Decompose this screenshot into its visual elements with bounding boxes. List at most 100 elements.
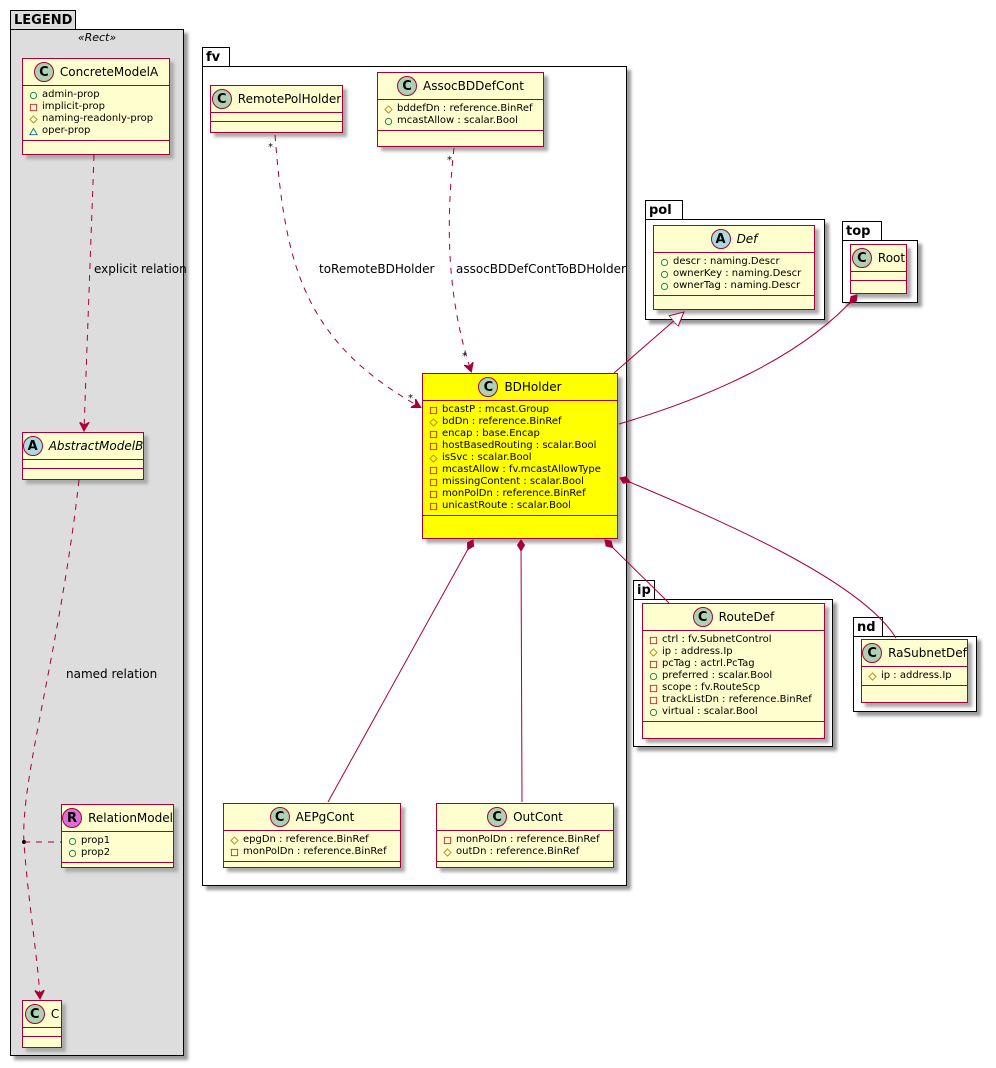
abstract-badge-icon: A (22, 436, 43, 456)
class-header: A Def (654, 226, 814, 253)
multiplicity-assoc-target: * (462, 351, 467, 362)
attribute-text: prop2 (81, 847, 111, 858)
attribute-row: descr : naming.Descr (660, 256, 808, 268)
class-badge-icon: C (211, 89, 232, 109)
attribute-text: ownerKey : naming.Descr (673, 268, 802, 279)
attribute-row: preferred : scalar.Bool (649, 670, 818, 682)
relation-badge-icon: R (62, 808, 83, 828)
class-attributes (23, 460, 143, 469)
attribute-row: monPolDn : reference.BinRef (230, 846, 394, 858)
attribute-text: bddefDn : reference.BinRef (397, 103, 533, 114)
class-badge-icon: C (269, 807, 290, 827)
edge-label-assoc-bd-def-cont-to-bd-holder: assocBDDefContToBDHolder (456, 262, 626, 276)
package-nd-tab: nd (853, 617, 883, 637)
class-methods (23, 1037, 61, 1045)
public-circle-icon (660, 270, 669, 279)
class-attributes (851, 272, 906, 281)
attribute-row: epgDn : reference.BinRef (230, 834, 394, 846)
private-square-icon (649, 696, 658, 705)
class-attributes: ip : address.Ip (862, 667, 967, 686)
attribute-row: trackListDn : reference.BinRef (649, 694, 818, 706)
attribute-text: ownerTag : naming.Descr (673, 280, 801, 291)
class-abstract-model-b[interactable]: A AbstractModelB (22, 432, 144, 480)
attribute-text: pcTag : actrl.PcTag (662, 658, 755, 669)
class-methods (378, 131, 543, 139)
attribute-row: prop1 (68, 835, 167, 847)
public-circle-icon (68, 849, 77, 858)
class-name: OutCont (513, 810, 563, 824)
private-square-icon (429, 442, 438, 451)
attribute-row: bdDn : reference.BinRef (429, 416, 611, 428)
attribute-text: hostBasedRouting : scalar.Bool (442, 440, 597, 451)
private-square-icon (429, 466, 438, 475)
attribute-text: encap : base.Encap (442, 428, 540, 439)
attribute-text: bcastP : mcast.Group (442, 404, 549, 415)
class-badge-icon: C (478, 377, 499, 397)
class-name: Root (877, 251, 906, 265)
class-name: AbstractModelB (48, 439, 144, 453)
protected-diamond-icon (29, 114, 38, 124)
public-circle-icon (649, 708, 658, 717)
package-legend-body (10, 29, 184, 1056)
class-methods (23, 469, 143, 477)
attribute-text: preferred : scalar.Bool (662, 670, 773, 681)
class-header: A AbstractModelB (22, 433, 144, 460)
attribute-row: unicastRoute : scalar.Bool (429, 500, 611, 512)
package-pol-tab: pol (645, 200, 683, 220)
attribute-row: ctrl : fv.SubnetControl (649, 634, 818, 646)
class-remote-pol-holder[interactable]: C RemotePolHolder (210, 85, 343, 133)
attribute-text: epgDn : reference.BinRef (243, 834, 369, 845)
attribute-row: naming-readonly-prop (29, 113, 163, 125)
protected-diamond-icon (443, 847, 452, 857)
package-legend-tab: LEGEND (10, 10, 76, 30)
class-badge-icon: C (33, 62, 54, 82)
package-top-tab: top (842, 221, 882, 241)
class-badge-icon: C (24, 1004, 45, 1024)
attribute-text: ip : address.Ip (662, 646, 733, 657)
public-circle-icon (660, 258, 669, 267)
class-name: Def (736, 232, 758, 246)
class-name: C (50, 1007, 60, 1021)
private-square-icon (443, 836, 452, 845)
package-fv-tab: fv (202, 47, 230, 67)
attribute-row: mcastAllow : scalar.Bool (384, 115, 537, 127)
attribute-text: missingContent : scalar.Bool (442, 476, 584, 487)
attribute-row: admin-prop (29, 89, 163, 101)
private-square-icon (429, 502, 438, 511)
attribute-text: implicit-prop (42, 101, 105, 112)
protected-diamond-icon (429, 417, 438, 427)
attribute-row: monPolDn : reference.BinRef (429, 488, 611, 500)
attribute-row: bcastP : mcast.Group (429, 404, 611, 416)
abstract-badge-icon: A (710, 229, 731, 249)
attribute-text: trackListDn : reference.BinRef (662, 694, 812, 705)
class-header: C RemotePolHolder (211, 86, 342, 113)
attribute-text: mcastAllow : scalar.Bool (397, 115, 518, 126)
attribute-row: ip : address.Ip (868, 670, 961, 682)
class-name: RemotePolHolder (237, 92, 342, 106)
package-legend: LEGEND «Rect» (10, 10, 184, 1056)
public-circle-icon (660, 282, 669, 291)
attribute-text: monPolDn : reference.BinRef (243, 846, 387, 857)
class-name: BDHolder (504, 380, 562, 394)
attribute-text: bdDn : reference.BinRef (442, 416, 562, 427)
